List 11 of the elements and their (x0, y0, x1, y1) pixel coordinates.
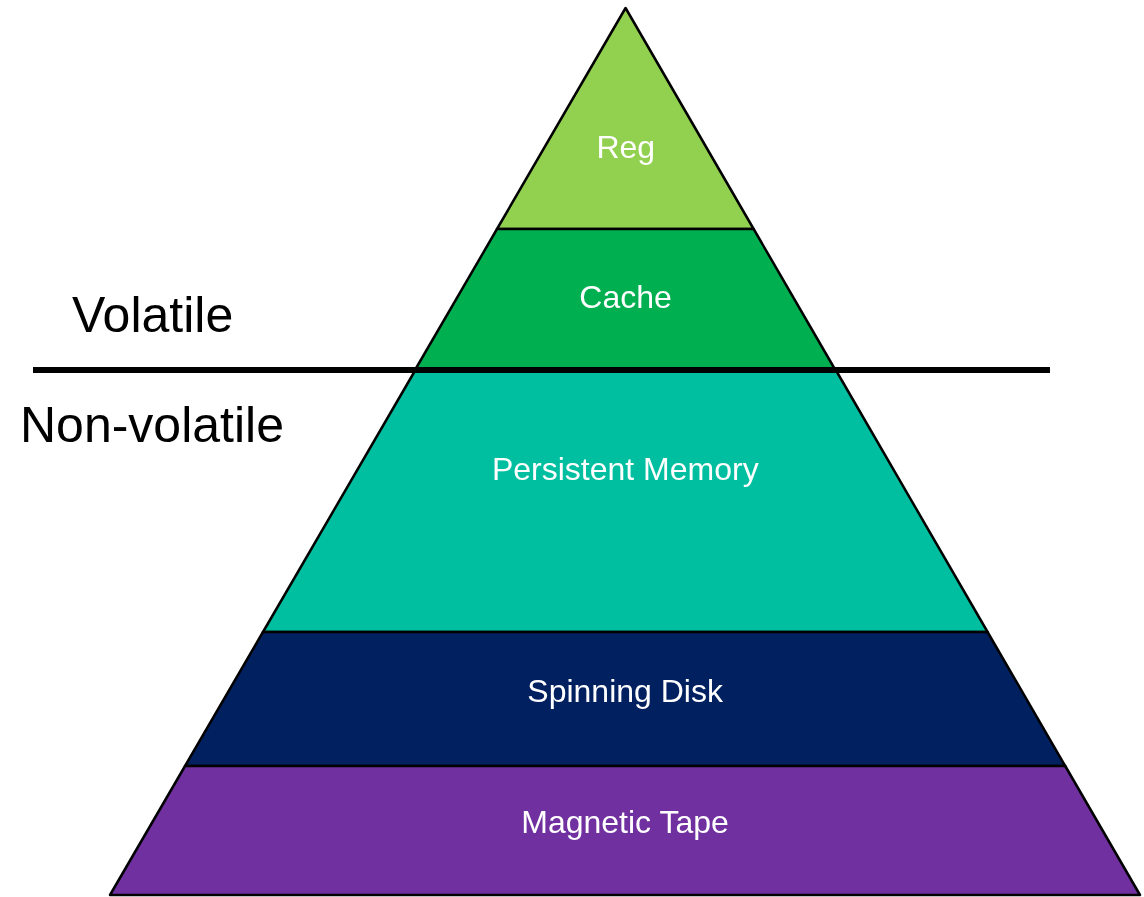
pyramid-layer (415, 229, 836, 370)
pyramid-layer (185, 632, 1066, 766)
pyramid-layer (497, 8, 755, 229)
pyramid-layer (110, 766, 1140, 895)
category-label: Volatile (72, 286, 234, 344)
layer-label: Reg (595, 129, 657, 166)
layer-label: Spinning Disk (526, 673, 724, 710)
layer-label: Persistent Memory (490, 451, 760, 488)
layer-label: Magnetic Tape (520, 804, 730, 841)
category-label: Non-volatile (20, 396, 284, 454)
layer-label: Cache (578, 279, 673, 316)
